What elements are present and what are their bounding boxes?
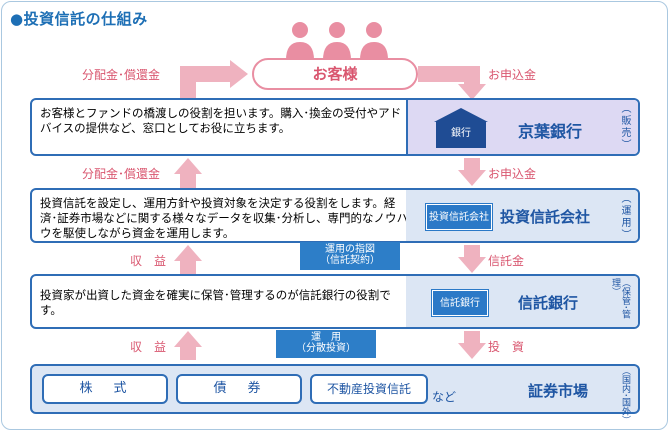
bank-entity-panel: 銀行 京葉銀行 （販売） (406, 100, 638, 154)
income-arrow-2 (180, 346, 196, 360)
instruction-ribbon: 運用の指図 （信託契約） (300, 242, 400, 270)
trust-money-label: 信託金 (488, 254, 525, 268)
asset-management-description: 投資信託を設定し、運用方針や投資対象を決定する役割をします。経済･証券市場などに… (40, 196, 408, 240)
trust-bank-name: 信託銀行 (518, 294, 579, 312)
customer-box: お客様 (252, 58, 418, 90)
bank-badge: 銀行 (451, 128, 471, 139)
application-arrow-mid (464, 158, 480, 172)
distribution-label-mid: 分配金･償還金 (82, 167, 161, 181)
market-item-stocks: 株 式 (42, 374, 168, 404)
customers-icon (286, 22, 388, 60)
application-arrow-vertical (464, 66, 480, 86)
trust-bank-entity-panel: 信託銀行 信託銀行 （保管･管理） (406, 276, 638, 327)
application-label-top: お申込金 (488, 68, 537, 82)
income-label-1: 収 益 (130, 254, 167, 268)
trust-bank-badge: 信託銀行 (432, 290, 488, 316)
income-label-2: 収 益 (130, 340, 167, 354)
trust-money-arrow (464, 245, 480, 259)
arrow-up-icon (174, 158, 202, 174)
arrow-down-icon (458, 343, 486, 359)
arrow-down-icon (458, 170, 486, 186)
arrow-up-icon (174, 331, 202, 347)
distribution-label-top: 分配金･償還金 (82, 68, 161, 82)
securities-market-name: 証券市場 (528, 382, 589, 400)
arrow-up-icon (174, 245, 202, 261)
distribution-arrow-horizontal (180, 66, 232, 82)
investment-ribbon-line1: 運 用 (311, 332, 341, 343)
instruction-ribbon-line2: （信託契約） (320, 255, 380, 266)
trust-bank-box: 投資家が出資した資金を確実に保管･管理するのが信託銀行の役割です。 信託銀行 信… (30, 274, 640, 329)
asset-management-box: 投資信託を設定し、運用方針や投資対象を決定する役割をします。経済･証券市場などに… (30, 188, 640, 243)
investment-ribbon: 運 用 （分散投資） (276, 330, 376, 358)
income-arrow-1 (180, 260, 196, 274)
asset-management-entity-panel: 投資信託会社 投資信託会社 （運用） (406, 190, 638, 241)
investment-ribbon-line2: （分散投資） (296, 343, 356, 354)
market-item-reit: 不動産投資信託 (310, 374, 428, 404)
investment-arrow (464, 331, 480, 345)
bank-role: （販売） (619, 103, 630, 151)
trust-bank-role: （保管･管理） (610, 278, 630, 319)
asset-management-badge: 投資信託会社 (426, 204, 492, 230)
distribution-arrow-mid (180, 174, 196, 188)
application-label-mid: お申込金 (488, 167, 537, 181)
bank-building-icon (434, 108, 488, 148)
market-item-bonds: 債 券 (176, 374, 302, 404)
asset-management-role: （運用） (619, 193, 630, 241)
market-etc: など (432, 390, 457, 404)
arrow-down-icon (458, 257, 486, 273)
instruction-ribbon-line1: 運用の指図 (325, 244, 375, 255)
bank-name: 京葉銀行 (518, 122, 583, 141)
bank-box: お客様とファンドの橋渡しの役割を担います。購入･換金の受付やアドバイスの提供など… (30, 98, 640, 156)
page-title: ●投資信託の仕組み (10, 10, 148, 28)
bank-description: お客様とファンドの橋渡しの役割を担います。購入･換金の受付やアドバイスの提供など… (40, 106, 402, 135)
trust-bank-description: 投資家が出資した資金を確実に保管･管理するのが信託銀行の役割です。 (40, 288, 391, 317)
arrow-right-icon (230, 60, 248, 88)
asset-management-name: 投資信託会社 (500, 208, 591, 226)
securities-market-role: （国内･国外） (620, 366, 630, 425)
investment-label: 投 資 (488, 340, 525, 354)
arrow-down-icon (458, 84, 486, 100)
